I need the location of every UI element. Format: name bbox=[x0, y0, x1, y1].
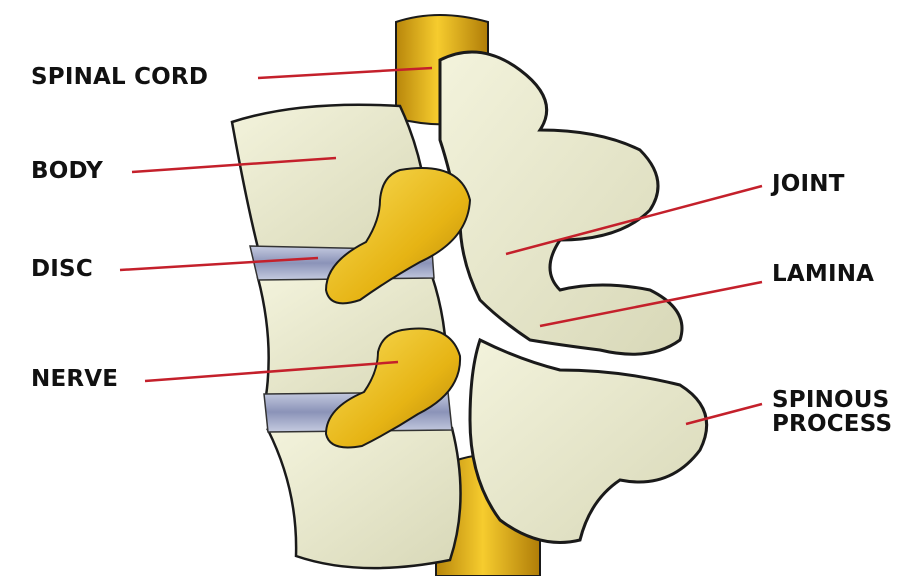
label-nerve: NERVE bbox=[31, 367, 118, 391]
label-disc: DISC bbox=[31, 257, 93, 281]
label-joint: JOINT bbox=[772, 172, 845, 196]
label-body: BODY bbox=[31, 159, 103, 183]
label-spinous-process-line-1: SPINOUS bbox=[772, 388, 892, 412]
label-spinous-process-line-2: PROCESS bbox=[772, 412, 892, 436]
leader-line-body bbox=[132, 158, 336, 172]
leader-line-disc bbox=[120, 258, 318, 270]
leader-line-spinal-cord bbox=[258, 68, 432, 78]
leader-line-nerve bbox=[145, 362, 398, 381]
leader-line-joint bbox=[506, 186, 762, 254]
leader-line-lamina bbox=[540, 282, 762, 326]
leader-line-spinous-process bbox=[686, 404, 762, 424]
label-spinal-cord: SPINAL CORD bbox=[31, 65, 208, 89]
label-lamina: LAMINA bbox=[772, 262, 874, 286]
label-spinous-process: SPINOUS PROCESS bbox=[772, 388, 892, 436]
